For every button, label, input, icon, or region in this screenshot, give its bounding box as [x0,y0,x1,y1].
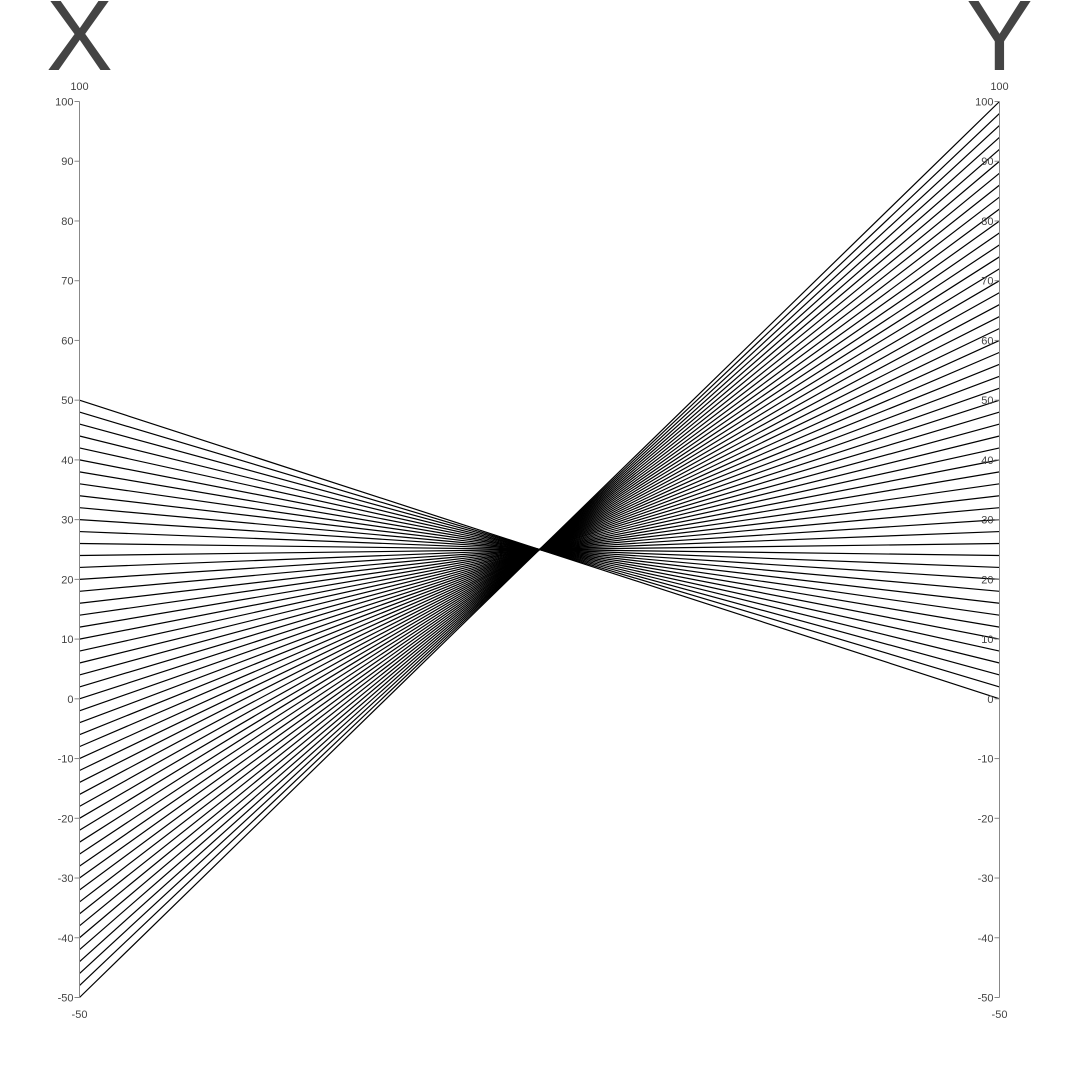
axis-y-tick-label: -40 [978,933,994,945]
axis-y-tick-label: 50 [981,395,993,407]
axis-x-tick-label: -40 [58,933,74,945]
axis-y[interactable]: Y 100 -50 1009080706050403020100-10-20-3… [966,0,1033,1021]
axis-x-title: X [46,0,113,92]
axis-y-title: Y [966,0,1033,92]
axis-y-tick-label: 70 [981,276,993,288]
axis-x-tick-label: 40 [61,455,73,467]
axis-x[interactable]: X 100 -50 1009080706050403020100-10-20-3… [46,0,113,1021]
axis-x-tick-label: 70 [61,276,73,288]
polylines-layer [79,101,1000,998]
axis-y-range-max-label: 100 [990,81,1008,93]
axis-x-tick-label: 60 [61,335,73,347]
axis-y-tick-label: 30 [981,515,993,527]
axis-y-tick-label: 10 [981,634,993,646]
axis-x-tick-label: -20 [58,813,74,825]
axis-y-tick-label: 20 [981,574,993,586]
axis-y-tick-label: 80 [981,216,993,228]
axis-x-tick-label: -10 [58,754,74,766]
axis-y-range-min-label: -50 [992,1009,1008,1021]
axis-y-tick-label: -50 [978,993,994,1005]
axis-y-tick-label: 90 [981,156,993,168]
axis-x-tick-label: -50 [58,993,74,1005]
axis-x-tick-label: 80 [61,216,73,228]
axis-y-tick-label: -30 [978,873,994,885]
axis-y-tick-label: -10 [978,754,994,766]
axis-x-tick-label: 10 [61,634,73,646]
axis-y-tick-label: 100 [975,97,993,109]
axis-x-tick-label: -30 [58,873,74,885]
axis-x-tick-label: 30 [61,515,73,527]
axis-x-range-min-label: -50 [72,1009,88,1021]
axis-x-range-max-label: 100 [70,81,88,93]
axis-y-tick-label: 40 [981,455,993,467]
axes-layer: X 100 -50 1009080706050403020100-10-20-3… [46,0,1033,1021]
data-line-50 [79,101,1000,998]
axis-y-tick-label: 0 [987,694,993,706]
axis-y-tick-label: 60 [981,335,993,347]
axis-x-tick-label: 100 [55,97,73,109]
axis-x-tick-label: 20 [61,574,73,586]
axis-y-tick-label: -20 [978,813,994,825]
axis-x-tick-label: 0 [67,694,73,706]
axis-x-tick-label: 50 [61,395,73,407]
axis-x-tick-label: 90 [61,156,73,168]
